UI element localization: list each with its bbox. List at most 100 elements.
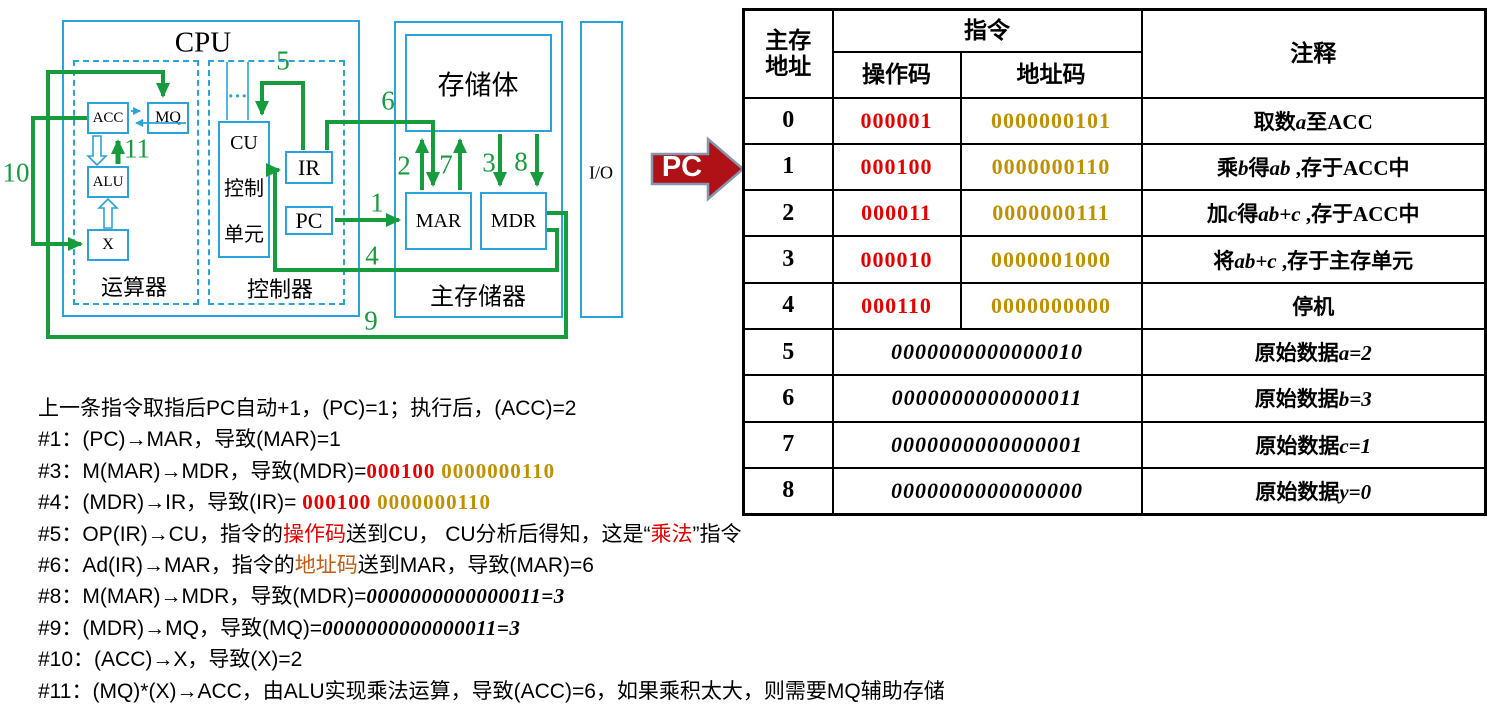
cu-line-2: 控制 (224, 177, 264, 200)
note-text: 0000000110 (377, 490, 491, 515)
mdr-register: MDR (480, 192, 547, 250)
header-instruction: 指令 (831, 8, 1143, 53)
note-text: #5：OP(IR)→CU，指令的 (38, 522, 284, 546)
note-line: #3：M(MAR)→MDR，导致(MDR)=000100 0000000110 (38, 456, 945, 487)
comment-text: ,存于ACC中 (1290, 155, 1410, 180)
opcode-cell: 000010 (831, 235, 962, 284)
table-header-row-1: 主存 地址 指令 注释 (742, 8, 1487, 99)
io-label: I/O (589, 162, 613, 183)
table-header-row-2: 操作码 地址码 (744, 50, 1486, 99)
comment-text: 原始数据 (1254, 387, 1339, 412)
address-cell: 7 (742, 420, 834, 469)
note-line: #8：M(MAR)→MDR，导致(MDR)=0000000000000011=3 (38, 581, 945, 612)
addr-code-cell: 0000001000 (959, 235, 1143, 284)
data-word-cell: 0000000000000011 (831, 374, 1143, 423)
note-text: 地址码 (294, 553, 358, 577)
note-line: #11：(MQ)*(X)→ACC，由ALU实现乘法运算，导致(ACC)=6，如果… (38, 676, 945, 707)
comment-text: ab (1269, 155, 1291, 180)
cpu-label: CPU (174, 26, 232, 59)
opcode-cell: 000100 (831, 142, 962, 192)
arrow-label-3: 3 (482, 147, 496, 178)
data-word-cell: 0000000000000001 (831, 420, 1143, 469)
storage-body-label: 存储体 (437, 70, 519, 101)
note-text: #4：(MDR)→IR，导致(IR)= (38, 491, 303, 515)
address-cell: 8 (742, 466, 834, 516)
cu-box-text: CU 控制 单元 (218, 123, 270, 256)
opcode-cell: 000001 (831, 96, 962, 145)
header-addr-code: 地址码 (959, 50, 1143, 99)
address-cell: 4 (742, 281, 834, 330)
execution-notes: 上一条指令取指后PC自动+1，(PC)=1；执行后，(ACC)=2 #1：(PC)… (38, 393, 945, 707)
comment-cell: 停机 (1140, 281, 1487, 330)
control-unit-label: 控制器 (246, 277, 314, 302)
comment-cell: 原始数据a=2 (1140, 327, 1487, 377)
cu-line-3: 单元 (224, 224, 264, 247)
addr-code-cell: 0000000110 (959, 142, 1143, 192)
comment-text: ,存于主存单元 (1276, 248, 1414, 273)
comment-text: c=1 (1339, 433, 1372, 458)
alu-register: ALU (87, 166, 129, 198)
header-address: 主存 地址 (742, 8, 834, 99)
note-text: 操作码 (283, 522, 347, 546)
arrow-label-9: 9 (364, 305, 378, 336)
comment-cell: 加c得ab+c ,存于ACC中 (1140, 189, 1487, 238)
note-text: 000100 (302, 490, 372, 515)
ir-register: IR (285, 151, 333, 184)
alu-unit-label: 运算器 (100, 275, 168, 300)
comment-cell: 原始数据y=0 (1140, 466, 1487, 516)
header-opcode: 操作码 (831, 50, 962, 99)
data-word-cell: 0000000000000000 (831, 466, 1143, 516)
arrow-label-2: 2 (397, 150, 411, 181)
address-cell: 5 (742, 327, 834, 377)
note-line: #9：(MDR)→MQ，导致(MQ)=0000000000000011=3 (38, 613, 945, 644)
data-word-cell: 0000000000000010 (831, 327, 1143, 377)
pc-pointer-label: PC (661, 151, 703, 183)
comment-text: 将 (1213, 248, 1235, 273)
main-memory-label: 主存储器 (430, 284, 526, 311)
comment-text: c (1227, 202, 1238, 227)
note-line: #4：(MDR)→IR，导致(IR)= 000100 0000000110 (38, 487, 945, 518)
arrow-label-5: 5 (276, 45, 290, 76)
address-cell: 1 (742, 142, 834, 192)
arrow-label-10: 10 (2, 157, 30, 188)
note-line: 上一条指令取指后PC自动+1，(PC)=1；执行后，(ACC)=2 (38, 393, 945, 424)
arrow-label-4: 4 (365, 240, 379, 271)
cu-line-1: CU (230, 131, 258, 154)
note-text: 0000000000000011=3 (322, 615, 521, 640)
address-cell: 6 (742, 374, 834, 423)
note-text: #3：M(MAR)→MDR，导致(MDR)= (38, 459, 367, 483)
note-text: #6：Ad(IR)→MAR，指令的 (38, 553, 295, 577)
mq-register: MQ (147, 102, 189, 134)
comment-text: ,存于ACC中 (1300, 202, 1420, 227)
comment-text: 得 (1237, 202, 1259, 227)
comment-text: 至ACC (1306, 109, 1373, 134)
note-text: 送到MAR，导致(MAR)=6 (357, 553, 594, 577)
note-text: #1：(PC)→MAR，导致(MAR)=1 (38, 428, 341, 452)
comment-text: 得 (1248, 155, 1270, 180)
note-text: ”指令 (692, 522, 742, 546)
mar-register: MAR (405, 192, 472, 250)
address-cell: 0 (742, 96, 834, 145)
comment-text: a (1295, 109, 1307, 134)
note-text: 上一条指令取指后PC自动+1，(PC)=1；执行后，(ACC)=2 (38, 397, 577, 420)
comment-text: 停机 (1292, 294, 1335, 319)
pc-pointer-arrow (650, 136, 745, 202)
comment-text: 原始数据 (1255, 479, 1340, 504)
note-text: 0000000110 (441, 458, 556, 483)
note-line: #10：(ACC)→X，导致(X)=2 (38, 644, 945, 675)
cu-control-dots: … (227, 80, 249, 103)
io-box (580, 21, 623, 318)
arrow-label-8: 8 (514, 146, 528, 177)
note-text: #10：(ACC)→X，导致(X)=2 (38, 648, 303, 672)
comment-text: ab+c (1258, 202, 1301, 227)
